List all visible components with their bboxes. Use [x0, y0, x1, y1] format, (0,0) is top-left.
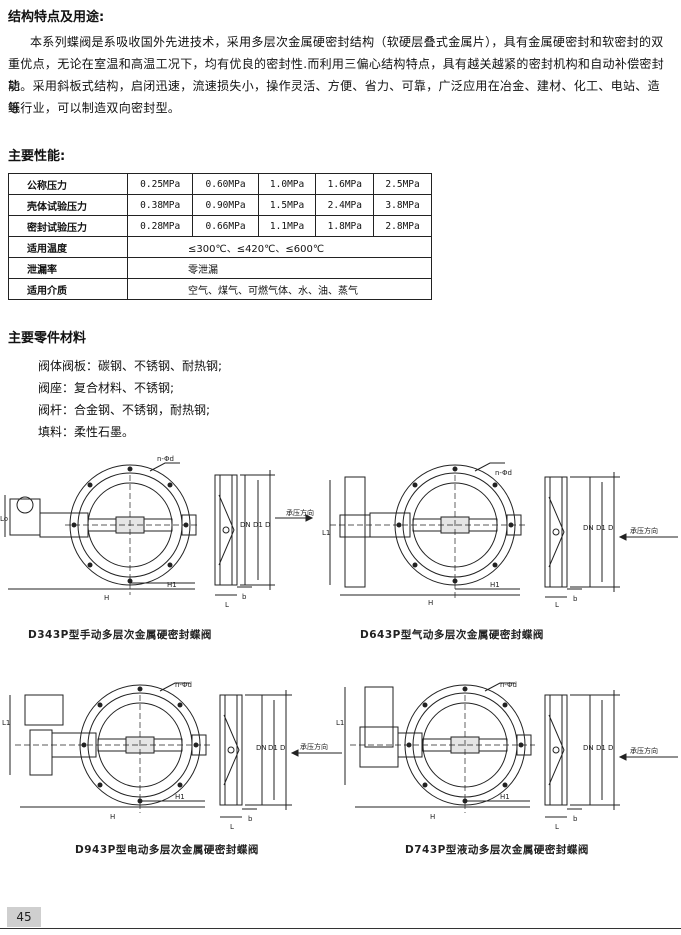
dim-L1: L1 [336, 719, 344, 727]
dim-H: H [104, 594, 109, 602]
table-cell: 0.66MPa [192, 215, 259, 237]
section-title-performance: 主要性能: [8, 149, 66, 164]
table-cell: 1.5MPa [257, 194, 317, 216]
figure-manual-valve [4, 462, 314, 596]
table-cell: 1.0MPa [257, 173, 317, 195]
material-item: 阀杆：合金钢、不锈钢，耐热钢; [38, 403, 211, 417]
features-line-4: 等行业，可以制造双向密封型。 [8, 101, 181, 115]
row-label: 壳体试验压力 [8, 194, 128, 216]
flow-direction-label: 承压方向 [630, 526, 658, 535]
page-number: 45 [7, 907, 41, 927]
dim-L: L [230, 823, 234, 831]
dim-L: L [225, 601, 229, 609]
table-row: 适用温度 ≤300℃、≤420℃、≤600℃ [8, 236, 432, 258]
section-title-materials: 主要零件材料 [8, 331, 87, 346]
figure-hydraulic-valve [344, 682, 678, 818]
dim-H1: H1 [175, 793, 185, 801]
dim-D1: D1 [596, 744, 606, 752]
dim-H: H [428, 599, 433, 607]
table-cell: 0.60MPa [192, 173, 259, 195]
bolt-label: n-Φd [500, 681, 517, 689]
bolt-label: n-Φd [495, 469, 512, 477]
figure-electric-valve [9, 682, 342, 818]
table-cell: ≤300℃、≤420℃、≤600℃ [127, 236, 432, 258]
bolt-label: n-Φd [175, 681, 192, 689]
dim-D1: D1 [596, 524, 606, 532]
flow-direction-label: 承压方向 [300, 742, 328, 751]
table-row: 壳体试验压力 0.38MPa 0.90MPa 1.5MPa 2.4MPa 3.8… [8, 194, 432, 216]
dim-DN: DN [583, 524, 594, 532]
dim-D: D [265, 521, 270, 529]
dim-DN: DN [240, 521, 251, 529]
material-item: 阀座：复合材料、不锈钢; [38, 381, 175, 395]
row-label: 公称压力 [8, 173, 128, 195]
table-cell: 1.1MPa [257, 215, 317, 237]
figure-caption: D343P型手动多层次金属硬密封蝶阀 [28, 628, 212, 641]
dim-H1: H1 [500, 793, 510, 801]
dim-DN: DN [583, 744, 594, 752]
dim-D1: D1 [268, 744, 278, 752]
dim-L: L [555, 823, 559, 831]
flow-direction-label: 承压方向 [630, 746, 658, 755]
dim-L1: L1 [322, 529, 330, 537]
features-line-2: 重优点，无论在室温和高温工况下，均有优良的密封性.而利用三偏心结构特点，具有越关… [8, 57, 665, 93]
footer-rule [0, 928, 681, 929]
dim-L1: L1 [2, 719, 10, 727]
table-row: 公称压力 0.25MPa 0.60MPa 1.0MPa 1.6MPa 2.5MP… [8, 173, 432, 195]
dim-H1: H1 [490, 581, 500, 589]
table-cell: 空气、煤气、可燃气体、水、油、蒸气 [127, 278, 432, 300]
table-cell: 1.8MPa [315, 215, 375, 237]
dim-b: b [248, 815, 253, 823]
table-cell: 2.5MPa [373, 173, 432, 195]
features-line-1: 本系列蝶阀是系吸收国外先进技术，采用多层次金属硬密封结构（软硬层叠式金属片），具… [30, 35, 664, 49]
material-item: 阀体阀板：碳钢、不锈钢、耐热钢; [38, 359, 223, 373]
row-label: 适用介质 [8, 278, 128, 300]
table-cell: 0.90MPa [192, 194, 259, 216]
section-title-features: 结构特点及用途: [8, 10, 105, 25]
table-cell: 零泄漏 [127, 257, 432, 279]
dim-D: D [608, 744, 613, 752]
table-cell: 0.38MPa [126, 194, 194, 216]
row-label: 适用温度 [8, 236, 128, 258]
figure-caption: D643P型气动多层次金属硬密封蝶阀 [360, 628, 544, 641]
table-cell: 2.8MPa [373, 215, 432, 237]
dim-D: D [608, 524, 613, 532]
dim-D1: D1 [253, 521, 263, 529]
row-label: 泄漏率 [8, 257, 128, 279]
dim-DN: DN [256, 744, 267, 752]
dim-L: L [555, 601, 559, 609]
table-row: 密封试验压力 0.28MPa 0.66MPa 1.1MPa 1.8MPa 2.8… [8, 215, 432, 237]
table-cell: 3.8MPa [373, 194, 432, 216]
dim-b: b [573, 815, 578, 823]
dim-D: D [280, 744, 285, 752]
dim-b: b [573, 595, 578, 603]
table-cell: 0.28MPa [126, 215, 194, 237]
bolt-label: n-Φd [157, 455, 174, 463]
figure-pneumatic-valve [329, 462, 678, 600]
row-label: 密封试验压力 [8, 215, 128, 237]
material-item: 填料：柔性石墨。 [38, 425, 135, 439]
dim-H: H [110, 813, 115, 821]
figure-caption: D943P型电动多层次金属硬密封蝶阀 [75, 843, 259, 856]
table-row: 泄漏率 零泄漏 [8, 257, 432, 279]
dim-H1: H1 [167, 581, 177, 589]
table-cell: 2.4MPa [315, 194, 375, 216]
dim-b: b [242, 593, 247, 601]
features-line-3: 能。采用斜板式结构，启闭迅速，流速损失小，操作灵活、方便、省力、可靠，广泛应用在… [8, 79, 660, 115]
performance-table: 公称压力 0.25MPa 0.60MPa 1.0MPa 1.6MPa 2.5MP… [8, 173, 432, 300]
valve-drawings: n-Φd Lo H H1 L b DN D1 D 承压方向 [0, 455, 678, 856]
dim-H: H [430, 813, 435, 821]
figure-caption: D743P型液动多层次金属硬密封蝶阀 [405, 843, 589, 856]
dim-L0: Lo [0, 515, 8, 523]
flow-direction-label: 承压方向 [286, 508, 314, 517]
table-cell: 1.6MPa [315, 173, 375, 195]
table-row: 适用介质 空气、煤气、可燃气体、水、油、蒸气 [8, 278, 432, 300]
table-cell: 0.25MPa [126, 173, 194, 195]
